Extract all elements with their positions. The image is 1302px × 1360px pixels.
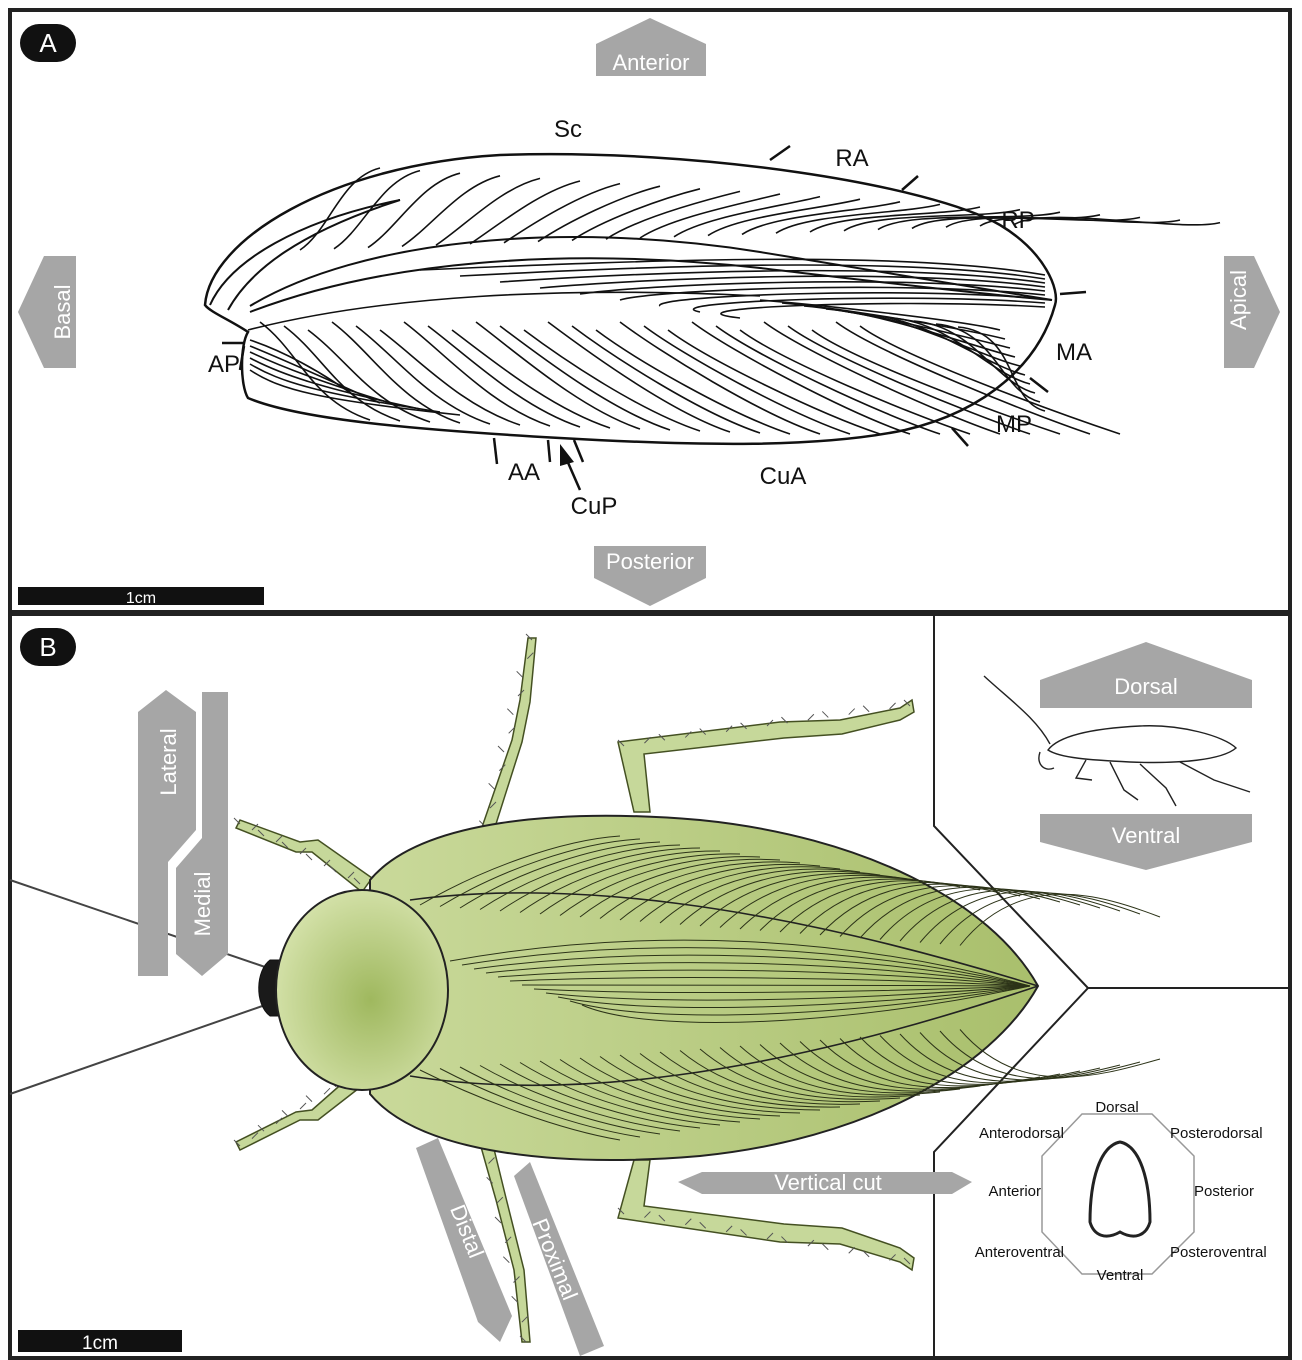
- label-ap: AP: [208, 351, 240, 378]
- svg-text:Ventral: Ventral: [1112, 823, 1181, 848]
- svg-text:Apical: Apical: [1226, 270, 1251, 330]
- panel-b: B: [10, 614, 1290, 1358]
- svg-text:Anterior: Anterior: [988, 1183, 1041, 1200]
- octagon-orientation-diagram: Dorsal Ventral Anterior Posterior Antero…: [975, 1099, 1267, 1284]
- svg-text:Vertical cut: Vertical cut: [774, 1170, 882, 1195]
- label-rp: RP: [1001, 207, 1034, 234]
- label-sc: Sc: [554, 116, 582, 143]
- svg-text:Ventral: Ventral: [1097, 1267, 1144, 1284]
- panel-a-badge: A: [20, 24, 76, 62]
- svg-text:B: B: [39, 632, 56, 662]
- svg-text:Anterior: Anterior: [612, 50, 689, 75]
- svg-text:Lateral: Lateral: [156, 728, 181, 795]
- label-cua: CuA: [760, 463, 807, 490]
- panel-b-scale-bar: 1cm: [18, 1330, 182, 1354]
- svg-text:Posterior: Posterior: [1194, 1183, 1254, 1200]
- svg-text:Posterior: Posterior: [606, 549, 694, 574]
- label-aa: AA: [508, 459, 540, 486]
- svg-text:Posterodorsal: Posterodorsal: [1170, 1125, 1263, 1142]
- svg-text:1cm: 1cm: [126, 590, 156, 607]
- panel-a-scale-bar: 1cm: [18, 587, 264, 607]
- panel-b-badge: B: [20, 628, 76, 666]
- panel-a: A Anterior Posterior Basal Apical: [10, 10, 1290, 612]
- svg-text:Posteroventral: Posteroventral: [1170, 1244, 1267, 1261]
- svg-text:Anteroventral: Anteroventral: [975, 1244, 1064, 1261]
- svg-text:Dorsal: Dorsal: [1114, 674, 1178, 699]
- svg-text:Medial: Medial: [190, 872, 215, 937]
- svg-text:A: A: [39, 28, 57, 58]
- svg-text:Dorsal: Dorsal: [1095, 1099, 1138, 1116]
- vertical-cut-arrow: Vertical cut: [678, 1170, 972, 1195]
- label-ra: RA: [835, 145, 868, 172]
- svg-text:Basal: Basal: [50, 284, 75, 339]
- label-cup: CuP: [571, 493, 618, 520]
- svg-text:Anterodorsal: Anterodorsal: [979, 1125, 1064, 1142]
- svg-text:1cm: 1cm: [82, 1333, 118, 1354]
- label-mp: MP: [996, 411, 1032, 438]
- label-ma: MA: [1056, 339, 1092, 366]
